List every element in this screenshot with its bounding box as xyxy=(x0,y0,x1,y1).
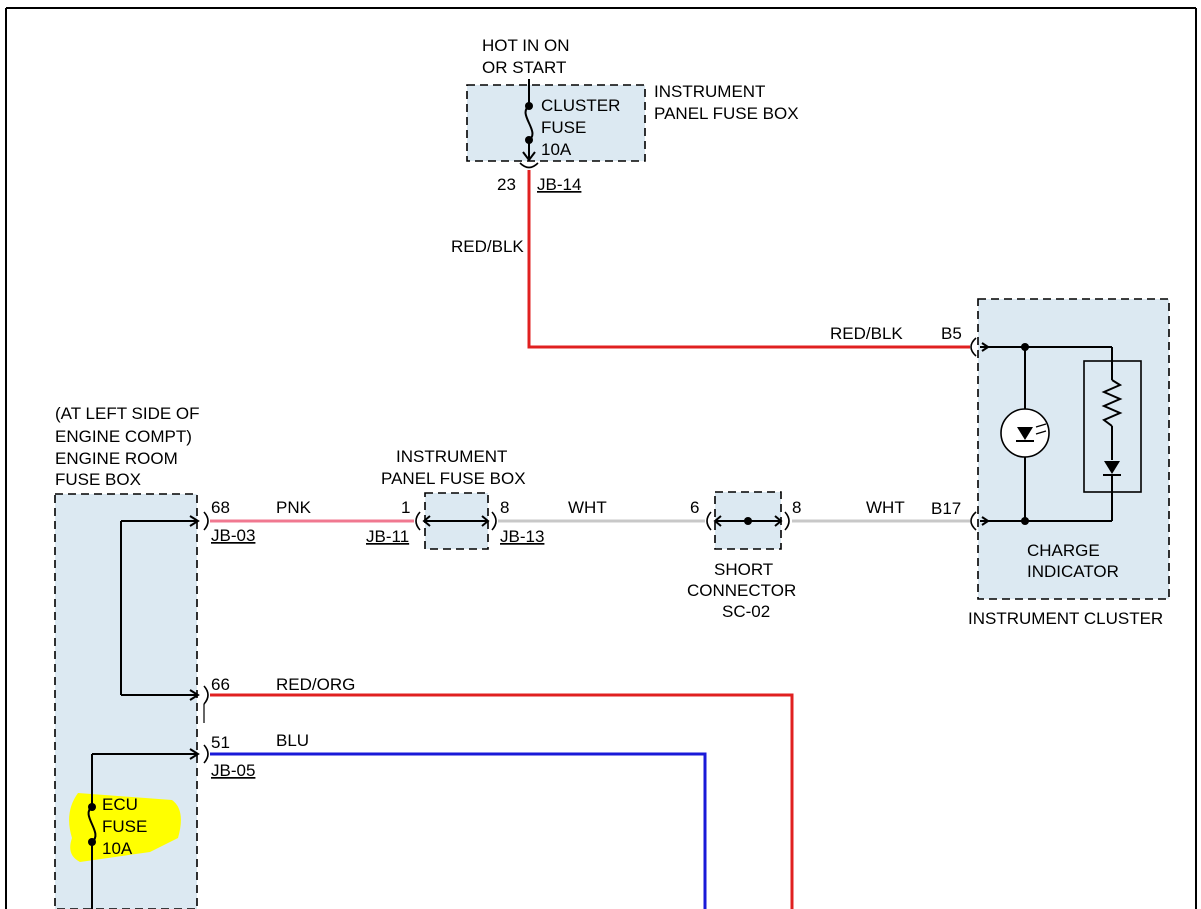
connector-51-symbol xyxy=(203,744,209,764)
wire-label-wht-right: WHT xyxy=(866,498,905,517)
connector-jb-13: JB-13 xyxy=(500,527,544,546)
cluster-fuse-symbol xyxy=(519,79,539,169)
wire-red-blk xyxy=(527,170,970,349)
pin-8-jb13: 8 xyxy=(500,498,509,517)
short-connector-internal xyxy=(706,511,790,531)
short-connector-label-line2: CONNECTOR xyxy=(687,581,796,600)
source-label-line2: OR START xyxy=(482,58,566,77)
cluster-fuse-rating: 10A xyxy=(541,140,572,159)
resistor-diode-icon xyxy=(1083,360,1142,493)
wire-blu xyxy=(210,752,707,909)
mid-fuse-box-label-line1: INSTRUMENT xyxy=(396,447,507,466)
pin-66: 66 xyxy=(211,675,230,694)
pin-8-sc02: 8 xyxy=(792,498,801,517)
wire-label-wht-left: WHT xyxy=(568,498,607,517)
engine-box-label-line4: FUSE BOX xyxy=(55,470,141,489)
cluster-fuse-name2: FUSE xyxy=(541,118,586,137)
top-ip-fuse-box xyxy=(466,84,646,162)
charge-indicator-label-line2: INDICATOR xyxy=(1027,562,1119,581)
charge-indicator-led-icon xyxy=(1000,408,1050,458)
pin-68: 68 xyxy=(211,498,230,517)
wire-label-red-org: RED/ORG xyxy=(276,675,355,694)
connector-66-symbol xyxy=(203,685,209,705)
pin-1: 1 xyxy=(401,498,410,517)
ecu-fuse-name2: FUSE xyxy=(102,817,147,836)
wire-label-blu: BLU xyxy=(276,731,309,750)
short-connector-label-line3: SC-02 xyxy=(722,602,770,621)
mid-fuse-box-internal-link xyxy=(415,511,497,531)
short-connector-label-line1: SHORT xyxy=(714,560,773,579)
engine-box-internal-wiring xyxy=(91,515,200,807)
connector-jb-03: JB-03 xyxy=(211,526,255,545)
wire-label-red-blk-vertical: RED/BLK xyxy=(451,237,524,256)
mid-fuse-box-label-line2: PANEL FUSE BOX xyxy=(381,469,526,488)
connector-jb-11: JB-11 xyxy=(366,527,409,546)
connector-jb-05: JB-05 xyxy=(211,761,255,780)
top-fuse-box-label-line2: PANEL FUSE BOX xyxy=(654,104,799,123)
ecu-fuse-highlight xyxy=(69,793,181,862)
wire-red-org xyxy=(210,693,794,909)
instrument-cluster-label: INSTRUMENT CLUSTER xyxy=(968,609,1163,628)
connector-b17-symbol xyxy=(970,511,977,531)
connector-b5-symbol xyxy=(970,337,977,357)
ecu-fuse-symbol xyxy=(87,803,97,909)
charge-indicator-label-line1: CHARGE xyxy=(1027,541,1100,560)
cluster-fuse-name1: CLUSTER xyxy=(541,96,620,115)
pin-23: 23 xyxy=(497,175,516,194)
cluster-internal-circuit xyxy=(980,342,1113,526)
top-fuse-box-label-line1: INSTRUMENT xyxy=(654,82,765,101)
wire-label-red-blk-horizontal: RED/BLK xyxy=(830,324,903,343)
ecu-fuse-name1: ECU xyxy=(102,795,138,814)
engine-box-label-line2: ENGINE COMPT) xyxy=(55,427,192,446)
wire-label-pnk: PNK xyxy=(276,498,312,517)
engine-box-label-line1: (AT LEFT SIDE OF xyxy=(55,404,200,423)
source-label-line1: HOT IN ON xyxy=(482,36,570,55)
ecu-fuse-rating: 10A xyxy=(102,839,133,858)
pin-6: 6 xyxy=(690,498,699,517)
engine-box-label-line3: ENGINE ROOM xyxy=(55,449,178,468)
pin-b17: B17 xyxy=(931,499,961,518)
pin-b5: B5 xyxy=(941,324,962,343)
connector-jb-14: JB-14 xyxy=(537,175,581,194)
connector-68-symbol xyxy=(203,511,209,531)
pin-51: 51 xyxy=(211,733,230,752)
